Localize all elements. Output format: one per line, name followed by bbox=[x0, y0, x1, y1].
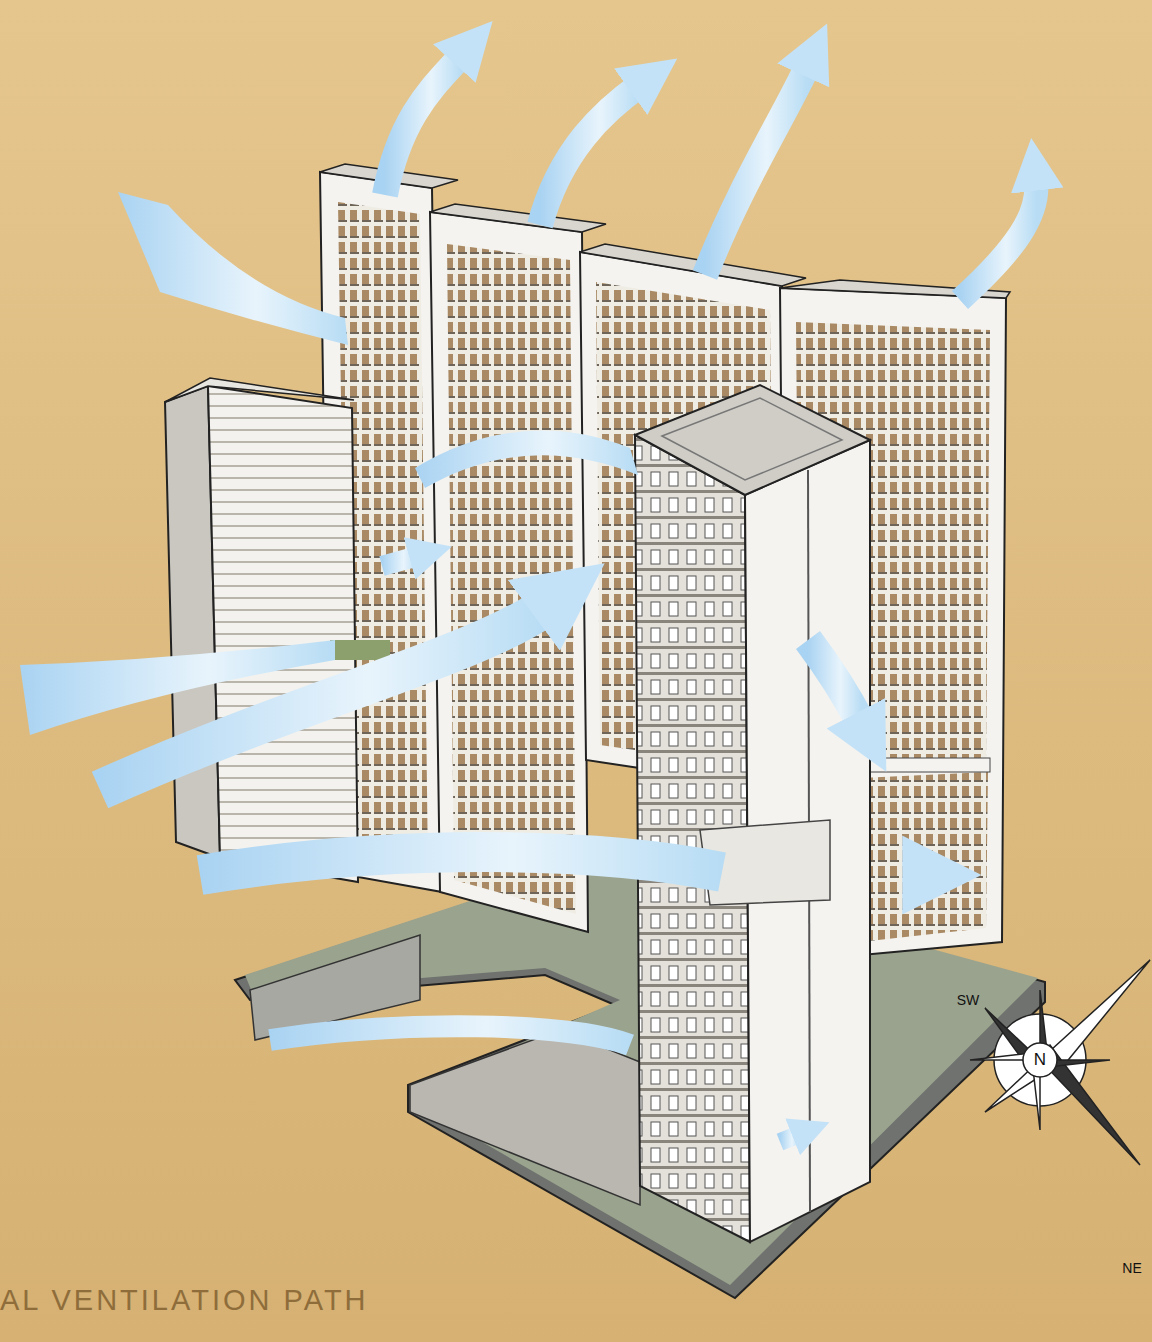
compass-label: NE bbox=[1122, 1260, 1141, 1276]
diagram-title: AL VENTILATION PATH bbox=[0, 1284, 369, 1317]
compass-label: SW bbox=[957, 992, 980, 1008]
compass-label: N bbox=[1034, 1050, 1046, 1070]
